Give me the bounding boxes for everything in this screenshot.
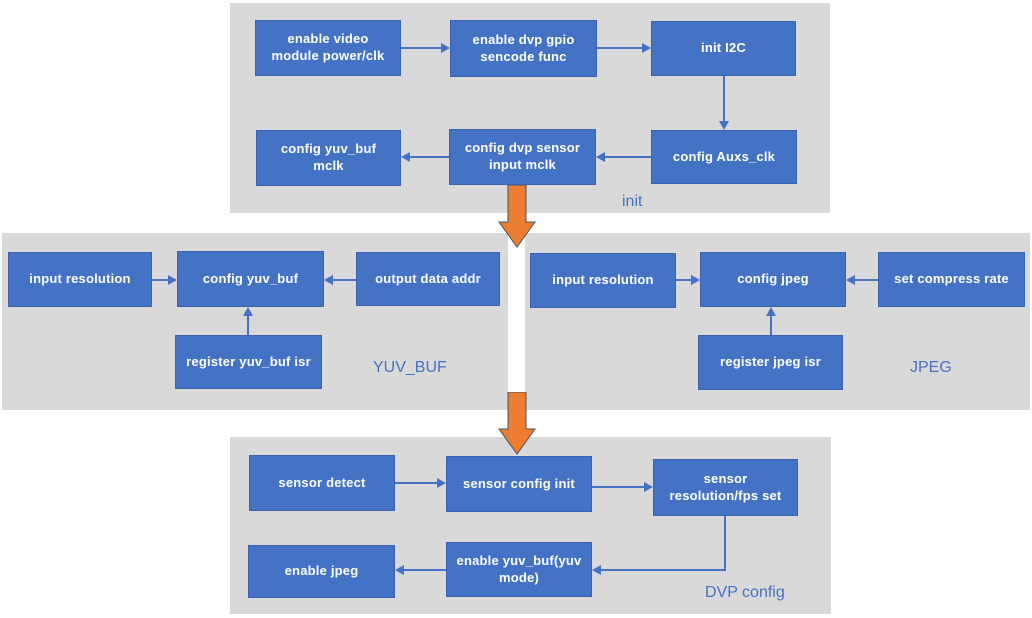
connector-enable-yuv-to-enable-jpeg [404, 569, 446, 571]
connector-enable-video-to-dvp-gpio [401, 47, 441, 49]
connector-resolution-to-enable-yuv-vertical [724, 516, 726, 571]
arrowhead-up-icon [243, 307, 253, 316]
arrowhead-right-icon [644, 482, 653, 492]
node-register-yuv-buf-isr: register yuv_buf isr [175, 335, 322, 389]
arrowhead-left-icon [401, 152, 410, 162]
connector-sensor-detect-to-config-init [395, 482, 437, 484]
node-jpeg-input-resolution: input resolution [530, 253, 676, 308]
node-config-yuv-buf-mclk: config yuv_buf mclk [256, 130, 401, 186]
node-yuv-input-resolution: input resolution [8, 252, 152, 307]
panel-label-jpeg: JPEG [910, 359, 952, 376]
connector-init-i2c-to-config-auxs [723, 76, 725, 121]
node-enable-yuv-buf-yuv-mode: enable yuv_buf(yuv mode) [446, 542, 592, 597]
node-enable-jpeg: enable jpeg [248, 545, 395, 598]
node-sensor-resolution-fps-set: sensor resolution/fps set [653, 459, 798, 516]
node-sensor-config-init: sensor config init [446, 456, 592, 512]
arrowhead-right-icon [441, 43, 450, 53]
flow-arrow-middle-to-dvp-icon [498, 392, 536, 455]
connector-input-res-to-config-yuv [152, 279, 169, 281]
connector-dvp-gpio-to-init-i2c [597, 47, 642, 49]
node-config-jpeg: config jpeg [700, 252, 846, 307]
node-set-compress-rate: set compress rate [878, 252, 1025, 307]
arrowhead-right-icon [168, 275, 177, 285]
arrowhead-left-icon [395, 565, 404, 575]
arrowhead-right-icon [437, 478, 446, 488]
arrowhead-right-icon [691, 275, 700, 285]
arrowhead-left-icon [596, 152, 605, 162]
connector-compress-rate-to-config-jpeg [855, 279, 878, 281]
arrowhead-right-icon [642, 43, 651, 53]
node-enable-video-module-power-clk: enable video module power/clk [255, 20, 401, 76]
connector-output-addr-to-config-yuv [333, 279, 356, 281]
arrowhead-up-icon [766, 307, 776, 316]
node-init-i2c: init I2C [651, 21, 796, 76]
connector-config-auxs-to-dvp-sensor [605, 156, 651, 158]
arrowhead-down-icon [719, 121, 729, 130]
connector-config-init-to-resolution [592, 486, 644, 488]
connector-register-jpeg-isr-to-config-jpeg [770, 316, 772, 335]
node-register-jpeg-isr: register jpeg isr [698, 335, 843, 390]
panel-label-init: init [622, 193, 643, 210]
arrowhead-left-icon [324, 275, 333, 285]
arrowhead-left-icon [846, 275, 855, 285]
node-config-yuv-buf: config yuv_buf [177, 251, 324, 307]
flow-arrow-init-to-middle-icon [498, 185, 536, 248]
connector-input-res-to-config-jpeg [676, 279, 692, 281]
connector-resolution-to-enable-yuv-horizontal [601, 569, 726, 571]
node-output-data-addr: output data addr [356, 252, 500, 306]
panel-label-dvp-config: DVP config [705, 584, 785, 601]
node-config-auxs-clk: config Auxs_clk [651, 130, 797, 184]
connector-dvp-sensor-to-yuv-mclk [410, 156, 449, 158]
node-sensor-detect: sensor detect [249, 455, 395, 511]
node-enable-dvp-gpio-sencode-func: enable dvp gpio sencode func [450, 20, 597, 77]
arrowhead-left-icon [592, 565, 601, 575]
connector-register-yuv-isr-to-config-yuv [247, 316, 249, 335]
panel-label-yuv-buf: YUV_BUF [373, 359, 447, 376]
node-config-dvp-sensor-input-mclk: config dvp sensor input mclk [449, 129, 596, 185]
